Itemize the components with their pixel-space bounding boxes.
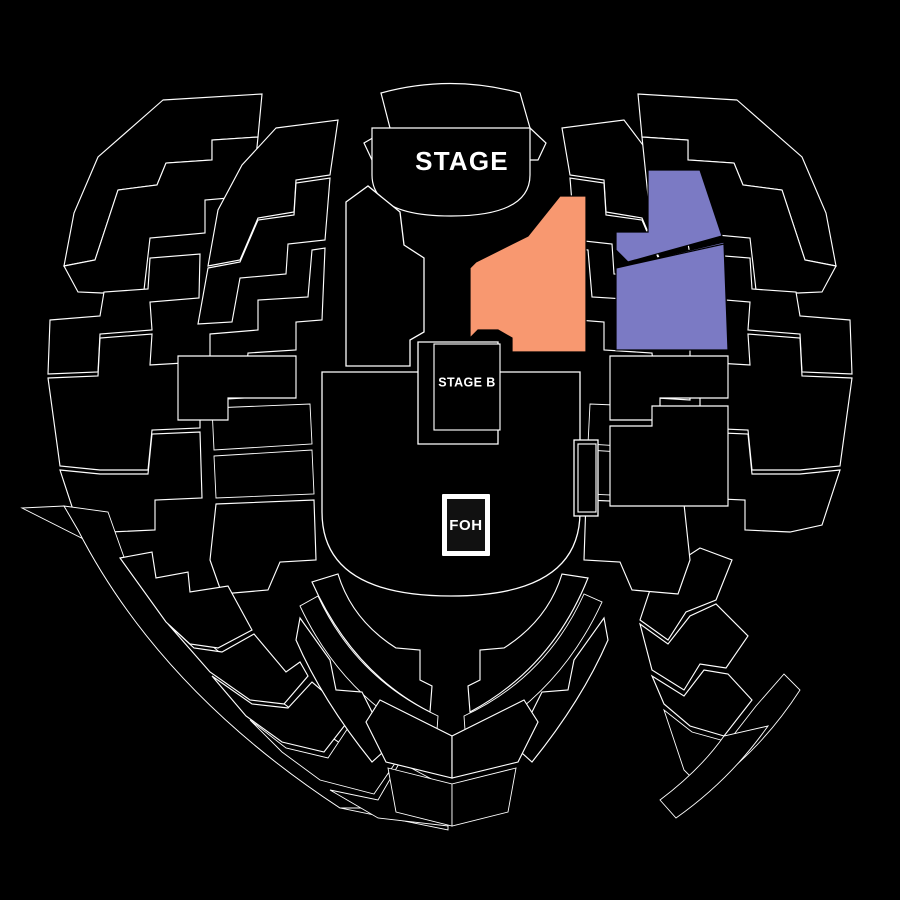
seat-block-bottom-outer-right-c[interactable] (451, 767, 517, 827)
floor-left-upper[interactable] (345, 185, 425, 367)
seat-block-left-inner-1[interactable] (177, 355, 297, 421)
seat-block-left-mid-1[interactable] (207, 119, 339, 267)
foh-inner-box[interactable] (447, 499, 485, 551)
lower-right-tier-group[interactable] (639, 547, 801, 819)
seat-block-right-inner-2[interactable] (609, 405, 729, 507)
floor-highlight-orange[interactable] (469, 195, 587, 353)
lower-bowl-highlight-purple-lower-main[interactable] (615, 243, 729, 351)
foh-label: FOH (449, 517, 482, 534)
lower-bowl-highlight-purple-upper[interactable] (615, 169, 723, 263)
floor-bowl-outer-ring[interactable] (321, 371, 581, 597)
seat-block-bottom-outer-right-b[interactable] (451, 699, 539, 779)
seat-block-lower-right-3[interactable] (650, 669, 753, 737)
seat-block-right-inner-1[interactable] (609, 355, 729, 421)
left-upper-tier-group[interactable] (47, 93, 263, 533)
seat-block-lower-left-2[interactable] (167, 623, 309, 705)
stage-label: STAGE (415, 146, 509, 176)
left-inner-connector-group[interactable] (177, 355, 297, 421)
foh-group[interactable]: FOH (442, 494, 490, 556)
seat-block-bottom-inner-left[interactable] (311, 573, 433, 713)
seat-block-left-mid-6[interactable] (209, 499, 317, 595)
stage-b-platform[interactable] (433, 343, 501, 431)
lower-left-tier-group[interactable] (119, 551, 449, 827)
bottom-tier-group[interactable] (295, 573, 609, 827)
seat-block-right-mid-6[interactable] (583, 499, 691, 595)
seat-block-bottom-inner-right[interactable] (467, 573, 589, 713)
seat-block-bottom-outer-left-b[interactable] (365, 699, 453, 779)
seat-block-lower-right-arc[interactable] (659, 725, 770, 819)
stage-b-label: STAGE B (438, 375, 495, 389)
stage-b-group[interactable]: STAGE B (417, 341, 501, 445)
seat-block-left-mid-5[interactable] (213, 449, 315, 499)
seat-block-lower-right-2[interactable] (639, 603, 749, 691)
seat-block-right-inner-strip[interactable] (577, 443, 597, 513)
seat-block-left-mid-4[interactable] (211, 403, 313, 451)
highlight-purple-group[interactable] (614, 169, 729, 354)
highlight-orange-group[interactable] (469, 195, 587, 353)
right-inner-connector-group[interactable] (577, 355, 729, 513)
seat-block-left-mid-2[interactable] (197, 177, 331, 325)
main-stage-group[interactable]: STAGE (363, 82, 547, 217)
